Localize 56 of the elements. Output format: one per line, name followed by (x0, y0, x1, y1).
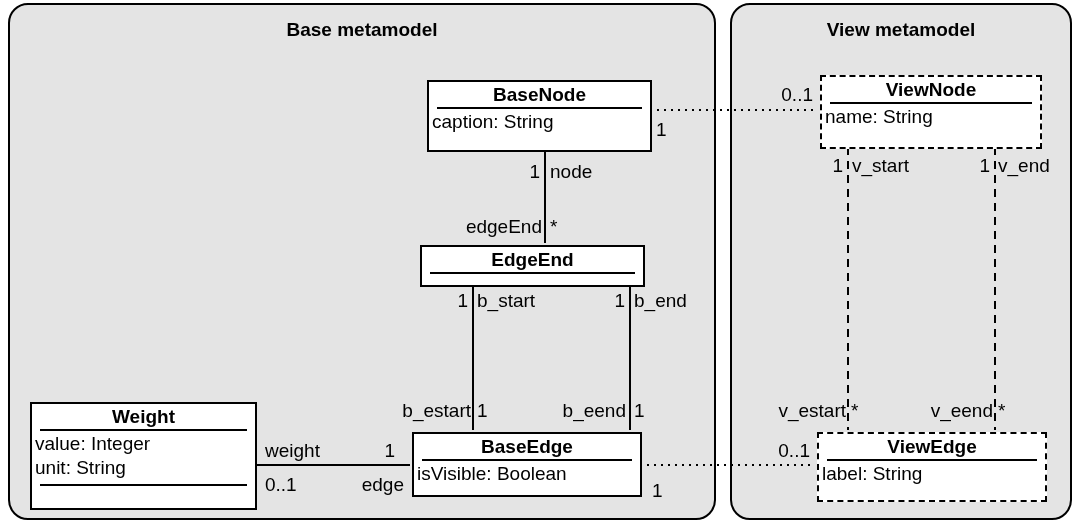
association-end-label: 1 (656, 119, 667, 141)
class-box (420, 245, 645, 287)
association-end-label: 1 (979, 155, 990, 177)
class-box (427, 80, 652, 152)
attribute-text: name: String (825, 105, 934, 129)
association-end-label: v_end (998, 155, 1050, 177)
association-end-label: b_estart (402, 400, 471, 422)
association-end-label: b_eend (562, 400, 626, 422)
association-line (544, 149, 546, 244)
class-box (817, 432, 1047, 502)
association-end-label: b_end (634, 290, 687, 312)
association-end-label: 0..1 (778, 440, 810, 462)
association-end-label: node (550, 161, 593, 183)
class-name: EdgeEnd (430, 249, 635, 274)
association-end-label: weight (265, 440, 320, 462)
association-line (629, 284, 631, 431)
attribute-text: label: String (822, 462, 924, 486)
association-end-label: v_eend (930, 400, 993, 422)
class-box (412, 432, 642, 497)
package-panel (8, 3, 716, 520)
association-end-label: 0..1 (265, 474, 297, 496)
attribute-text: isVisible: Boolean (417, 462, 568, 486)
association-end-label: 0..1 (781, 84, 813, 106)
association-end-label: 1 (634, 400, 645, 422)
class-name: BaseNode (437, 84, 642, 109)
association-end-label: 1 (652, 480, 663, 502)
association-end-label: edgeEnd (465, 216, 542, 238)
association-end-label: v_estart (778, 400, 846, 422)
attribute-text: caption: String (432, 110, 555, 134)
association-end-label: 1 (477, 400, 488, 422)
class-name: Weight (40, 406, 247, 431)
association-line (254, 464, 411, 466)
panel-title: View metamodel (825, 19, 977, 41)
association-end-label: * (550, 216, 558, 238)
package-panel (730, 3, 1072, 520)
attribute-text: value: Integer (35, 432, 152, 456)
association-end-label: 1 (384, 440, 395, 462)
association-end-label: v_start (852, 155, 910, 177)
class-box (820, 75, 1042, 149)
class-name: BaseEdge (422, 436, 632, 461)
class-name: ViewEdge (827, 436, 1037, 461)
association-line (847, 146, 849, 431)
class-name: ViewNode (830, 79, 1032, 104)
association-end-label: 1 (457, 290, 468, 312)
association-end-label: 1 (614, 290, 625, 312)
association-end-label: b_start (477, 290, 536, 312)
panel-title: Base metamodel (285, 19, 439, 41)
association-end-label: * (851, 400, 859, 422)
class-box (30, 402, 257, 510)
association-line (472, 284, 474, 431)
attribute-text: unit: String (35, 456, 127, 480)
association-end-label: 1 (529, 161, 540, 183)
association-end-label: 1 (832, 155, 843, 177)
association-end-label: edge (361, 474, 404, 496)
association-end-label: * (998, 400, 1006, 422)
association-line (994, 146, 996, 431)
